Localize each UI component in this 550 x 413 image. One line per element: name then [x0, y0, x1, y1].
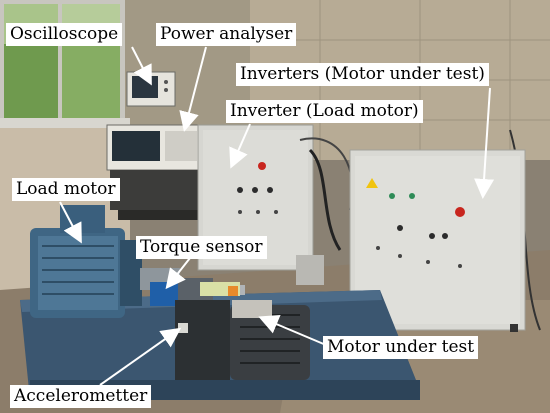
label-power-analyser: Power analyser	[156, 23, 297, 46]
label-inverter-load-motor: Inverter (Load motor)	[226, 100, 423, 123]
label-oscilloscope: Oscilloscope	[6, 23, 123, 46]
accelerometer-device	[178, 323, 188, 333]
motor-under-test-device	[175, 300, 310, 380]
label-motor-under-test: Motor under test	[323, 336, 479, 359]
label-torque-sensor: Torque sensor	[136, 236, 267, 259]
label-inverters-motor-under-test: Inverters (Motor under test)	[236, 63, 489, 86]
label-accelerometer: Accelerometter	[10, 385, 152, 408]
label-load-motor: Load motor	[12, 178, 120, 201]
power-analyser-device	[106, 124, 203, 171]
window	[0, 0, 130, 128]
oscilloscope-device	[126, 71, 176, 107]
